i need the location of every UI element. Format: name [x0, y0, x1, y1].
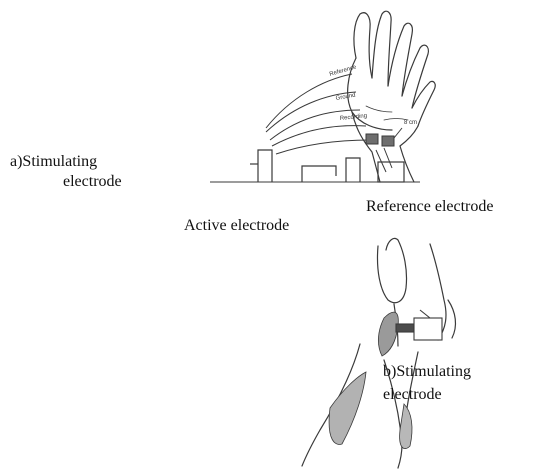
- stimulating-electrode-b-label: b)Stimulating: [383, 362, 471, 381]
- cable-label-recording: Recording: [340, 113, 368, 122]
- active-electrode-label: Active electrode: [184, 216, 289, 235]
- distance-label: 8 cm: [404, 120, 417, 126]
- stimulating-electrode-a-label-line2: electrode: [63, 172, 122, 191]
- figure-b-arm: [302, 238, 455, 468]
- figure-b-stimulator: [396, 310, 442, 340]
- figure-a-electrodes: [366, 128, 402, 172]
- stimulating-electrode-a-label: a)Stimulating: [10, 152, 97, 171]
- figure-a-hand: [348, 11, 436, 182]
- figure-a-stimulator: [210, 150, 420, 182]
- reference-electrode-label: Reference electrode: [366, 197, 493, 216]
- stimulating-electrode-b-label-line2: electrode: [383, 385, 442, 404]
- figure-a-cable-labels: Reference Ground Recording 8 cm: [329, 64, 417, 126]
